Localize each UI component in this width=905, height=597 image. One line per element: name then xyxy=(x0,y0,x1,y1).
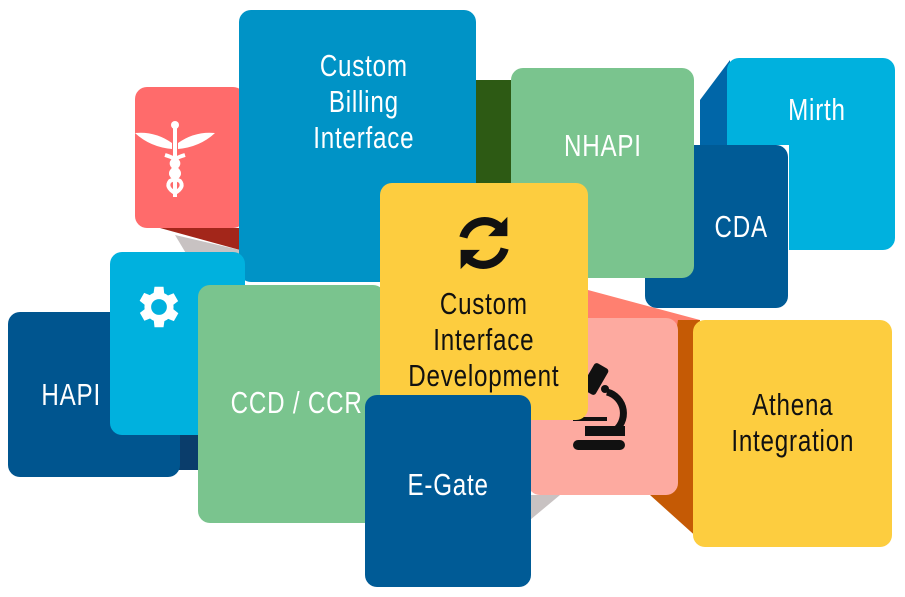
custom-interface-development-tile: Custom Interface Development xyxy=(380,183,588,420)
hapi-label: HAPI xyxy=(41,376,101,412)
gear-icon xyxy=(139,286,179,328)
cda-label: CDA xyxy=(714,208,769,244)
ccd-ccr-tile: CCD / CCR xyxy=(198,285,385,523)
athena-integration-label: Athena Integration xyxy=(731,386,854,458)
nhapi-label: NHAPI xyxy=(563,128,642,163)
custom-billing-interface-label: Custom Billing Interface xyxy=(312,48,415,155)
e-gate-tile: E-Gate xyxy=(365,395,531,587)
caduceus-tile xyxy=(135,87,245,228)
ccd-ccr-label: CCD / CCR xyxy=(230,385,363,420)
caduceus-icon xyxy=(135,120,215,197)
microscope-icon xyxy=(573,362,627,450)
athena-integration-tile: Athena Integration xyxy=(693,320,892,547)
custom-interface-development-label: Custom Interface Development xyxy=(408,285,560,393)
mirth-label: Mirth xyxy=(788,92,846,127)
sync-icon xyxy=(459,216,509,269)
e-gate-label: E-Gate xyxy=(407,467,489,502)
